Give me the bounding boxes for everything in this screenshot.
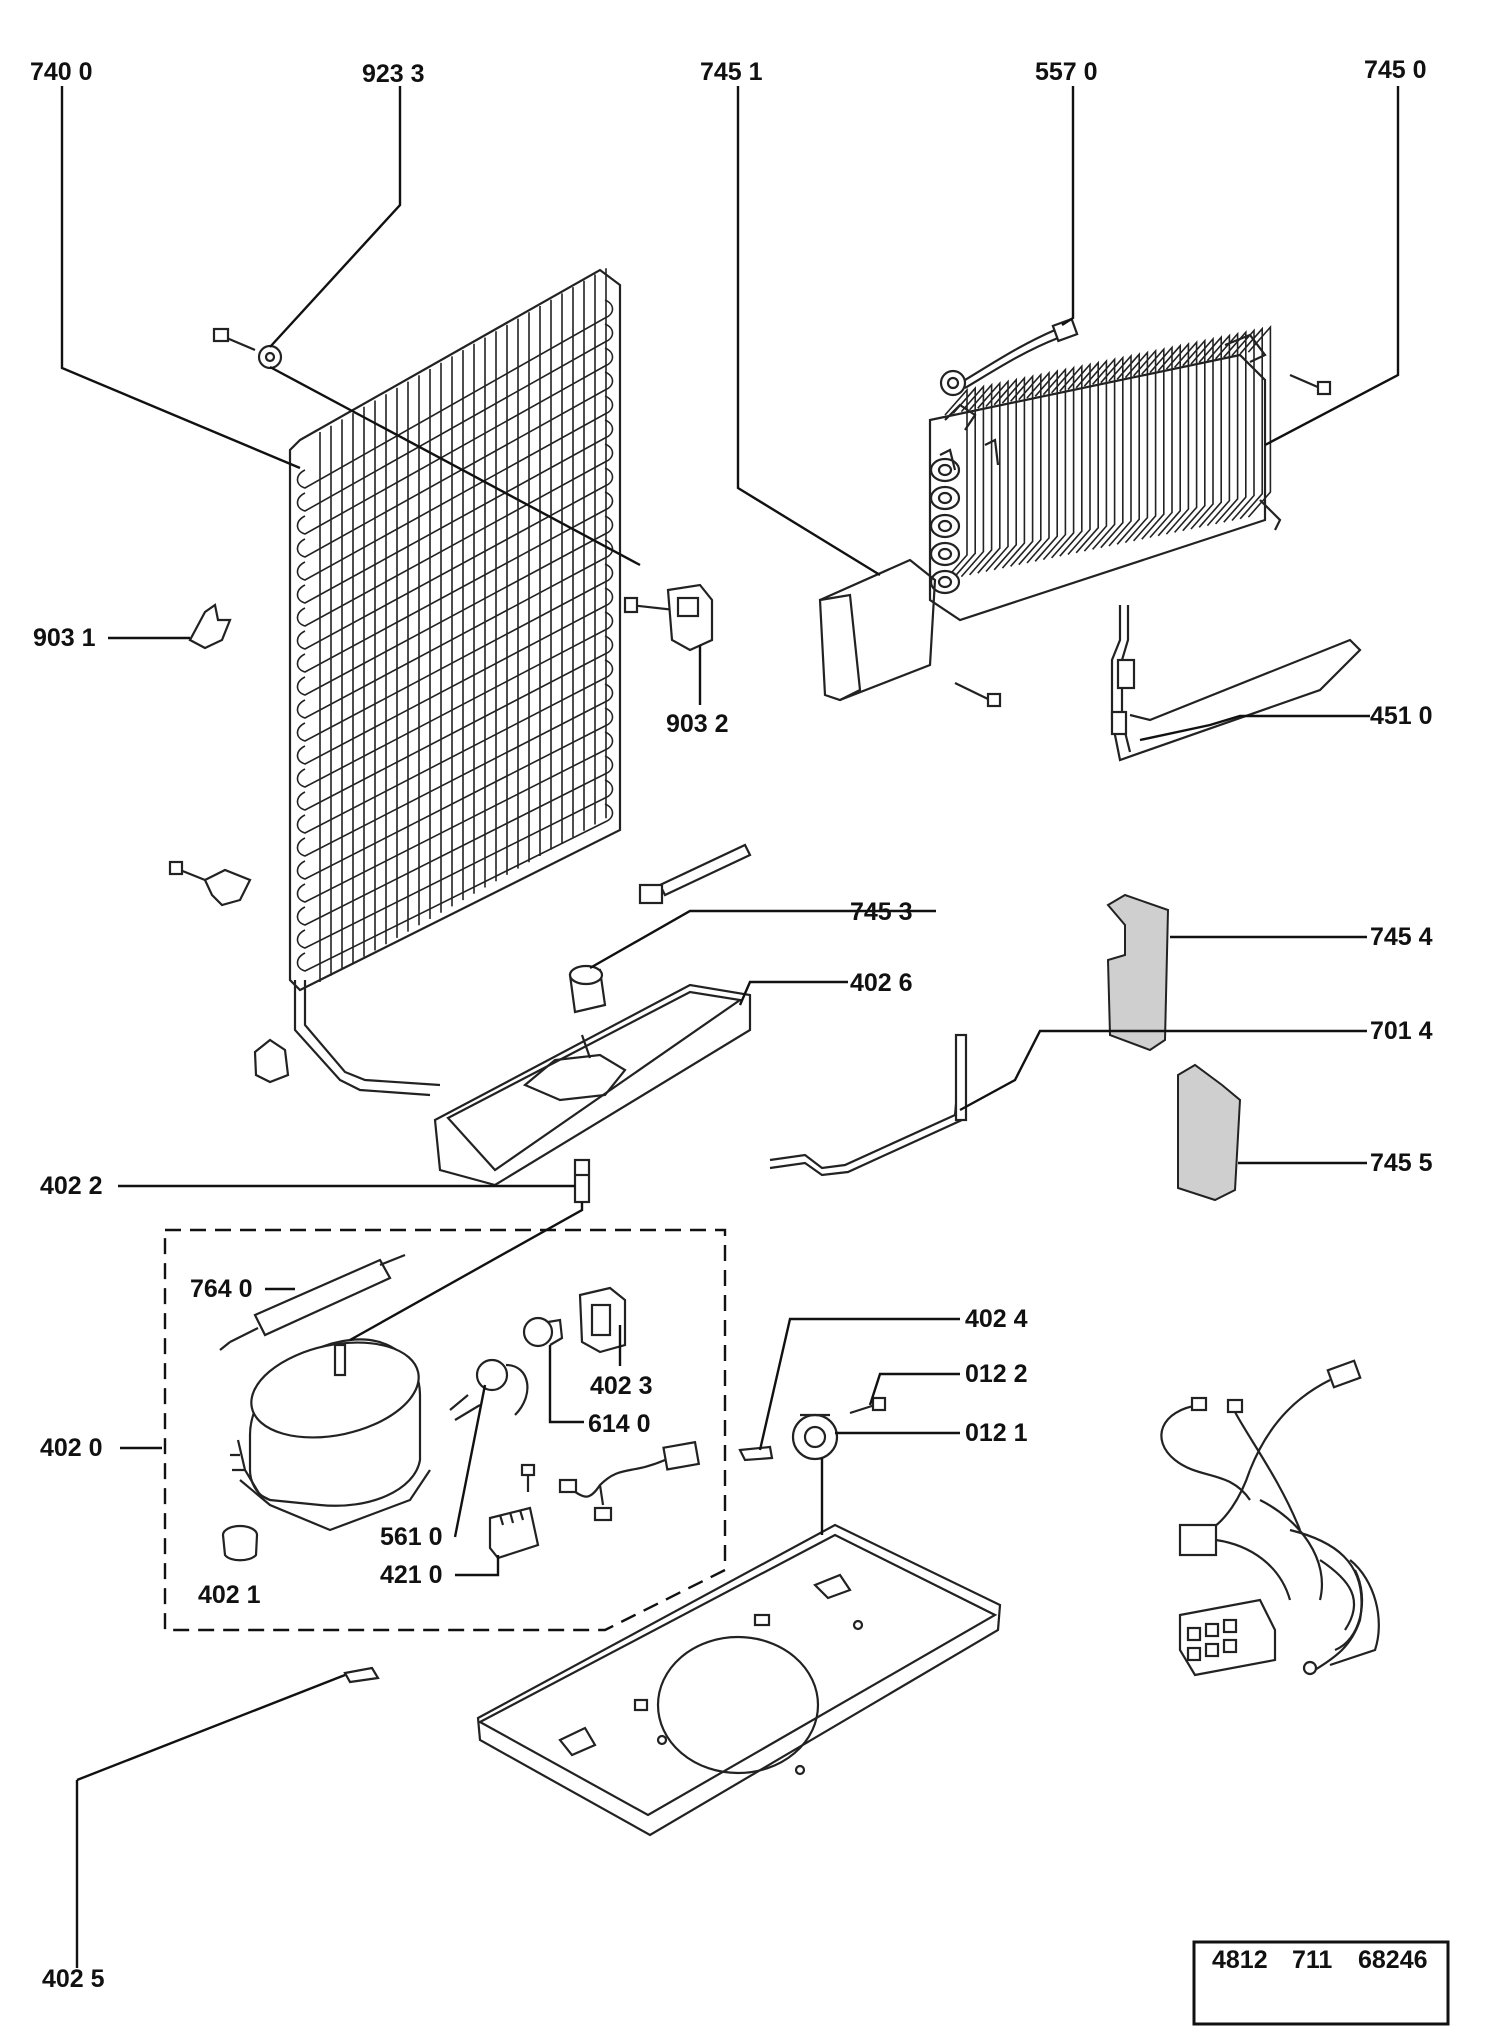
condenser-coil (288, 268, 622, 1097)
grommet-part (738, 1445, 774, 1462)
callout-9031: 903 1 (33, 624, 96, 652)
compressor-part (230, 1338, 431, 1532)
clip-part-small (253, 1038, 290, 1084)
defrost-heater-part (1110, 605, 1362, 762)
connecting-pipe-part (769, 1033, 968, 1177)
doc-number-part1: 4812 (1212, 1946, 1268, 1974)
evaporator-coil (818, 324, 1282, 702)
callout-7454: 745 4 (1370, 923, 1433, 951)
insulation-pad-upper (1106, 893, 1170, 1052)
callout-4024: 402 4 (965, 1305, 1028, 1333)
callout-4510: 451 0 (1370, 702, 1433, 730)
callout-7640: 764 0 (190, 1275, 253, 1303)
base-plate-part (476, 1523, 1002, 1837)
compressor-group-box (163, 1228, 727, 1632)
callout-7455: 745 5 (1370, 1149, 1433, 1177)
document-number-box: 4812 711 68246 (1192, 1940, 1450, 2026)
screw-part-evap-right (1289, 373, 1332, 396)
insulation-pad-lower (1177, 1063, 1242, 1202)
screw-part-evap-bottom (954, 682, 1002, 708)
callout-6140: 614 0 (588, 1410, 651, 1438)
terminal-cover-part (578, 1286, 627, 1354)
screw-washer-part (212, 327, 283, 370)
start-device-part (488, 1506, 540, 1560)
callout-4020: 402 0 (40, 1434, 103, 1462)
callout-labels: 740 0 923 3 745 1 557 0 745 0 903 1 903 … (30, 56, 1433, 1993)
clip-part-lower (168, 860, 252, 907)
bracket-part-9032 (623, 583, 714, 652)
drip-tray-part (433, 983, 752, 1187)
doc-number-part2: 711 (1292, 1946, 1332, 1974)
dryer-filter-part (219, 1253, 406, 1351)
roller-wheel-part (791, 1413, 839, 1461)
callout-7450: 745 0 (1364, 56, 1427, 84)
thermostat-sensor-part (939, 317, 1079, 471)
callout-0121: 012 1 (965, 1419, 1028, 1447)
callout-4021: 402 1 (198, 1581, 261, 1609)
callout-4023: 402 3 (590, 1372, 653, 1400)
sensor-probe-part (638, 843, 752, 905)
drain-nipple-part (568, 964, 607, 1014)
callout-4022: 402 2 (40, 1172, 103, 1200)
wiring-harness-part (1160, 1359, 1380, 1677)
wheel-axle-part (849, 1396, 887, 1415)
callout-7014: 701 4 (1370, 1017, 1433, 1045)
callout-5610: 561 0 (380, 1523, 443, 1551)
overload-protector-part (522, 1316, 564, 1348)
callout-7451: 745 1 (700, 58, 763, 86)
leader-lines (60, 86, 1400, 1968)
small-clip-part-4025 (343, 1666, 380, 1684)
callout-4025: 402 5 (42, 1965, 105, 1993)
callout-0122: 012 2 (965, 1360, 1028, 1388)
doc-number-part3: 68246 (1358, 1946, 1428, 1974)
cable-connector-part (558, 1440, 701, 1522)
callout-9233: 923 3 (362, 60, 425, 88)
starter-relay-part (449, 1358, 529, 1421)
callout-4210: 421 0 (380, 1561, 443, 1589)
screw-part-small (520, 1463, 536, 1492)
rubber-foot-part (221, 1524, 259, 1562)
callout-4026: 402 6 (850, 969, 913, 997)
callout-5570: 557 0 (1035, 58, 1098, 86)
callout-9032: 903 2 (666, 710, 729, 738)
callout-7400: 740 0 (30, 58, 93, 86)
clip-part-9031 (188, 603, 232, 650)
callout-7453: 745 3 (850, 898, 913, 926)
drain-tube-part (573, 1158, 591, 1204)
